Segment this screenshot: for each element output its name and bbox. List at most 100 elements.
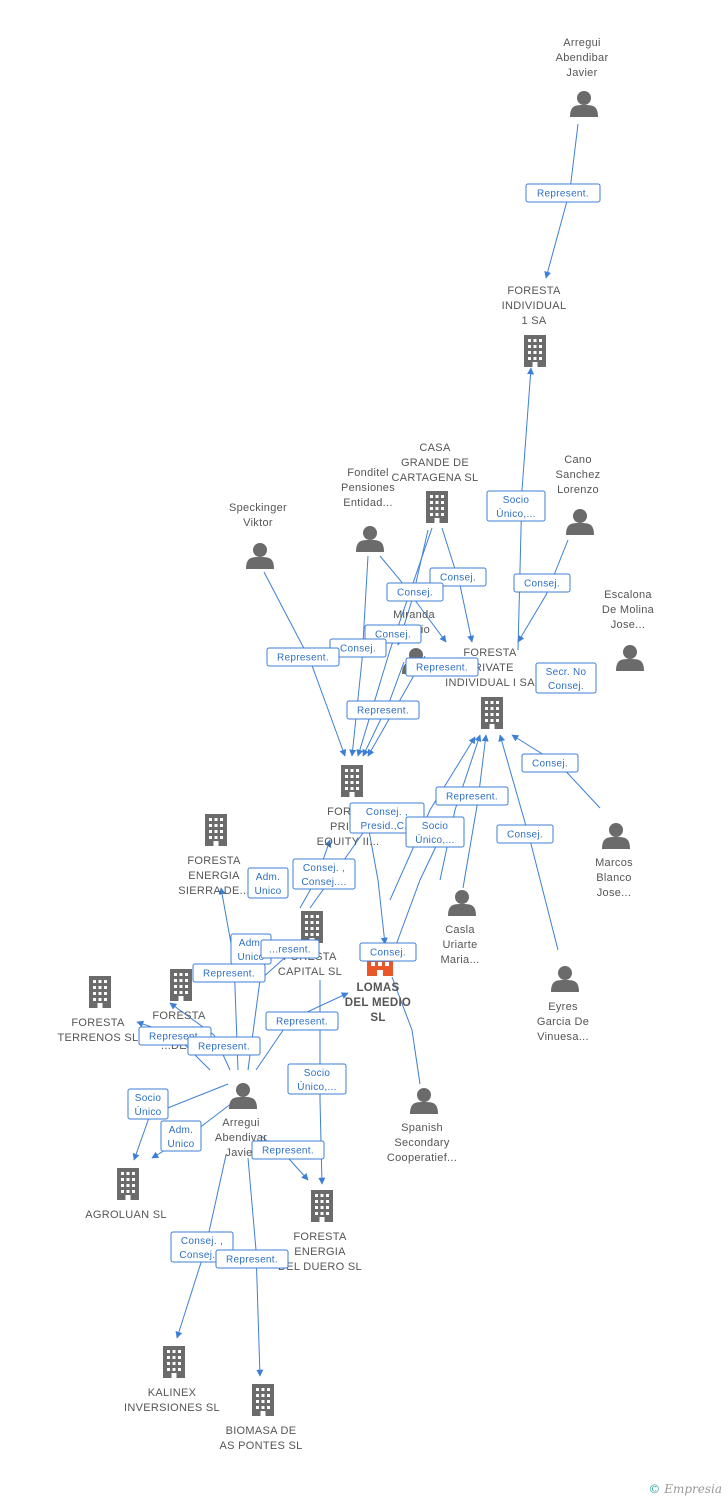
relation-tag[interactable]: Represent. [215, 1249, 289, 1269]
node-label: TERRENOS SL [58, 1032, 139, 1044]
building-icon [301, 911, 323, 943]
relation-tag-box [247, 867, 289, 899]
relation-tag[interactable]: Represent. [435, 786, 509, 806]
nodes: ArreguiAbendibarJavierFORESTAINDIVIDUAL1… [58, 37, 655, 1452]
company-node[interactable]: CASA GRANDE DE CARTAGENA SL [392, 442, 479, 523]
person-icon [566, 509, 594, 535]
relation-tag[interactable]: SocioÚnico,... [405, 816, 465, 848]
node-label: Lorenzo [557, 484, 599, 496]
node-label: Uriarte [442, 939, 477, 951]
relation-tag-label: Adm. [239, 938, 264, 949]
relation-tag[interactable]: Represent. [192, 963, 266, 983]
relation-tag-box [429, 567, 487, 587]
relation-tag-box [346, 700, 420, 720]
relation-tag[interactable]: Consej. [496, 824, 554, 844]
person-icon [229, 1083, 257, 1109]
relation-tag[interactable]: Represent. [346, 700, 420, 720]
relation-tag-label: Represent. [277, 653, 329, 664]
relation-tag-label: Consej. [375, 630, 411, 641]
relation-tag[interactable]: Represent. [525, 183, 601, 203]
relation-tags: Represent.SocioÚnico,...Consej.Consej.Co… [127, 183, 601, 1269]
company-node[interactable]: BIOMASA DE AS PONTES SL [219, 1384, 302, 1452]
node-label: BIOMASA DE [226, 1425, 297, 1437]
node-label: FORESTA [507, 285, 561, 297]
person-icon [551, 966, 579, 992]
relation-tag-box [405, 657, 479, 677]
relation-tag-box [266, 647, 340, 667]
relation-tag[interactable]: Represent. [405, 657, 479, 677]
person-node[interactable]: MarcosBlancoJose... [595, 823, 633, 899]
relation-tag[interactable]: Represent. [251, 1140, 325, 1160]
relation-tag[interactable]: ...resent. [260, 939, 320, 959]
node-label: Viktor [243, 517, 273, 529]
node-label: ENERGIA [188, 870, 240, 882]
relation-tag-label: Adm. [169, 1125, 194, 1136]
relation-tag[interactable]: Consej. ,Consej.... [292, 858, 356, 890]
company-node[interactable]: AGROLUAN SL [85, 1168, 167, 1221]
node-label: DEL DUERO SL [278, 1261, 362, 1273]
relation-tag-label: Socio [304, 1068, 331, 1079]
relation-tag-label: Unico [167, 1139, 194, 1150]
relation-tag-box [292, 858, 356, 890]
building-icon [481, 697, 503, 729]
relation-tag[interactable]: Consej. [386, 582, 444, 602]
relation-tag-box [215, 1249, 289, 1269]
person-icon [616, 645, 644, 671]
person-node[interactable]: FonditelPensionesEntidad... [341, 467, 395, 552]
node-label: Escalona [604, 589, 652, 601]
relation-tag[interactable]: Consej. [359, 942, 417, 962]
relation-tag[interactable]: Adm. Unico [160, 1120, 202, 1152]
node-label: FORESTA [293, 1231, 347, 1243]
credit: © Empresia [648, 1482, 722, 1496]
relation-tag-label: Consej. [532, 759, 568, 770]
relation-tag-label: Adm. [256, 872, 281, 883]
relation-tag-label: Único,... [496, 507, 535, 520]
person-node[interactable]: SpanishSecondaryCooperatief... [387, 1088, 457, 1164]
node-label: Sanchez [556, 469, 601, 481]
relation-tag[interactable]: Adm.Unico [247, 867, 289, 899]
edge-line [169, 1002, 231, 1071]
node-label: Speckinger [229, 502, 287, 514]
copyright-icon: © [648, 1482, 661, 1496]
node-label: GRANDE DE [401, 457, 469, 469]
relation-tag[interactable]: Represent. [187, 1036, 261, 1056]
relation-tag-box [192, 963, 266, 983]
relation-tag[interactable]: Represent. [265, 1011, 339, 1031]
node-label: AS PONTES SL [219, 1440, 302, 1452]
relation-tag-label: Represent. [149, 1032, 201, 1043]
relation-tag[interactable]: Consej. [429, 567, 487, 587]
node-label: CASA [419, 442, 451, 454]
node-label: Miranda [393, 609, 435, 621]
relation-tag-label: Consej. [370, 948, 406, 959]
node-label: Javier [566, 67, 597, 79]
relation-tag-label: Presid.,C... [360, 821, 413, 832]
relation-tag-label: Consej. [397, 588, 433, 599]
node-label: Abendibar [556, 52, 609, 64]
relation-tag[interactable]: Represent. [266, 647, 340, 667]
relation-tag[interactable]: SocioÚnico,... [486, 490, 546, 522]
relation-tag-box [535, 662, 597, 694]
person-icon [448, 890, 476, 916]
relation-tag[interactable]: Consej. [513, 573, 571, 593]
edge-line [462, 734, 489, 889]
edge-line [391, 976, 421, 1085]
person-node[interactable]: CaslaUriarteMaria... [440, 890, 479, 966]
node-label: CARTAGENA SL [392, 472, 479, 484]
relation-tag[interactable]: SocioÚnico,... [287, 1063, 347, 1095]
relation-tag[interactable]: Consej. [521, 753, 579, 773]
node-label: INVERSIONES SL [124, 1402, 220, 1414]
